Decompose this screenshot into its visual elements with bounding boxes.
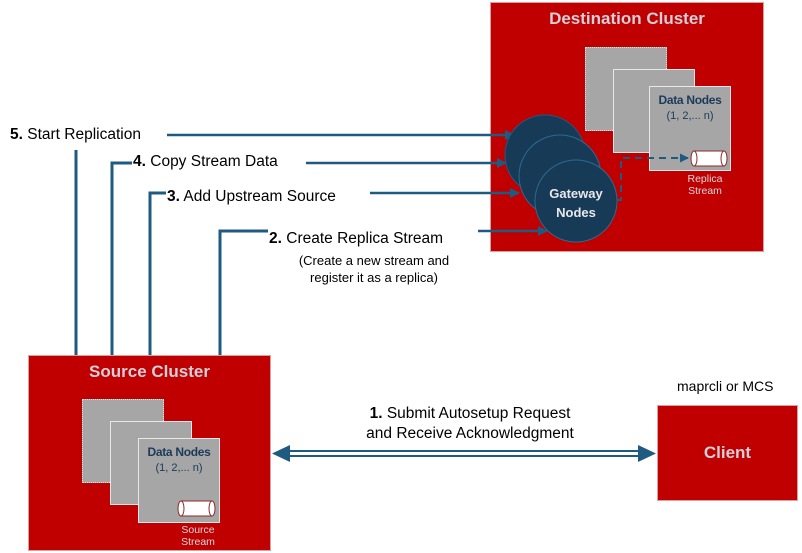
step3-label: 3. Add Upstream Source [167, 188, 336, 206]
step1-label: 1. Submit Autosetup Request and Receive … [320, 404, 620, 444]
replica-stream-line1: Replica [687, 173, 723, 185]
source-stream-label: Source Stream [163, 524, 233, 548]
step2-note: (Create a new stream and register it as … [270, 252, 478, 286]
step2-label: 2. Create Replica Stream [269, 230, 443, 248]
destination-data-nodes-title: Data Nodes [658, 93, 722, 107]
source-stream-line1: Source [181, 524, 215, 536]
step1-double-arrow [272, 445, 656, 462]
client-box: Client [657, 405, 798, 501]
step5-connector [74, 130, 515, 355]
source-cluster-title: Source Cluster [89, 362, 210, 381]
replica-stream-cylinder-icon [690, 150, 728, 167]
step2-connector [218, 226, 548, 355]
step3-text: Add Upstream Source [183, 188, 336, 205]
step4-number: 4. [133, 153, 146, 170]
replica-stream-line2: Stream [688, 185, 722, 197]
replica-stream-label: Replica Stream [670, 173, 740, 197]
client-caption: maprcli or MCS [677, 378, 774, 394]
gateway-nodes-line2: Nodes [556, 205, 596, 220]
step1-text2: and Receive Acknowledgment [366, 425, 574, 442]
step3-connector [148, 188, 520, 355]
replication-dashed-connector [617, 153, 689, 201]
step2-note-line1: (Create a new stream and [298, 253, 450, 268]
step4-connector [110, 158, 507, 355]
gateway-nodes-label: Gateway Nodes [546, 184, 606, 222]
step1-number: 1. [369, 405, 383, 422]
step2-number: 2. [269, 230, 282, 247]
step2-note-line2: register it as a replica) [310, 270, 438, 285]
source-stream-cylinder-icon [177, 500, 216, 517]
source-data-nodes-title: Data Nodes [147, 445, 211, 459]
step5-label: 5. Start Replication [10, 126, 141, 144]
gateway-nodes-line1: Gateway [549, 186, 603, 201]
step5-number: 5. [10, 126, 23, 143]
step5-text: Start Replication [27, 126, 141, 143]
step1-text: Submit Autosetup Request [386, 405, 571, 422]
step2-text: Create Replica Stream [286, 230, 444, 247]
step4-label: 4. Copy Stream Data [133, 153, 278, 171]
step4-text: Copy Stream Data [150, 153, 278, 170]
step3-number: 3. [167, 188, 180, 205]
client-title: Client [703, 443, 752, 462]
destination-data-nodes-subtitle: (1, 2,... n) [666, 110, 714, 122]
source-stream-line2: Stream [181, 536, 215, 548]
source-data-nodes-subtitle: (1, 2,... n) [155, 462, 203, 474]
destination-cluster-title: Destination Cluster [549, 9, 705, 28]
